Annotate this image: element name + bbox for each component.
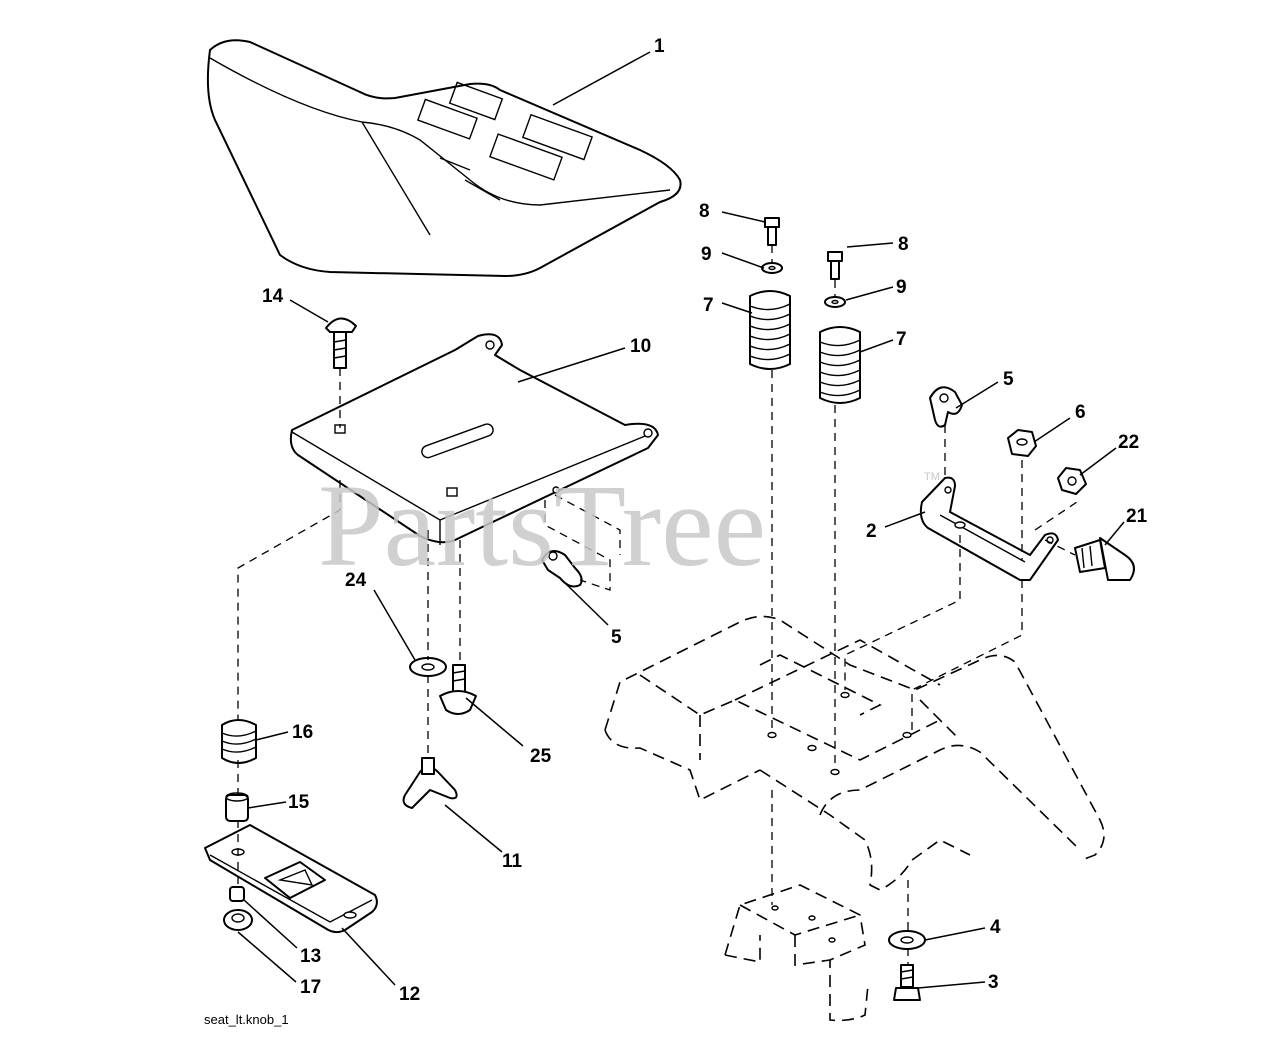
seat-pan-part-10[interactable] — [289, 333, 659, 545]
nut-part-6[interactable] — [1007, 429, 1037, 457]
shoulder-bolt-part-25[interactable] — [439, 664, 477, 715]
callout-5-left: 5 — [611, 627, 622, 648]
clip-part-5-left[interactable] — [541, 550, 583, 588]
washer-part-4[interactable] — [888, 930, 926, 950]
callout-25: 25 — [530, 746, 552, 767]
callout-8-right: 8 — [898, 234, 909, 255]
tractor-frame-phantom — [604, 615, 1105, 1022]
diagram-filename: seat_lt.knob_1 — [204, 1012, 289, 1027]
bolt-part-8-right[interactable] — [827, 251, 843, 280]
callout-14: 14 — [262, 286, 284, 307]
carriage-bolt-part-14[interactable] — [325, 317, 357, 369]
knob-part-11[interactable] — [402, 757, 458, 809]
callout-1: 1 — [654, 36, 665, 57]
washer-part-24[interactable] — [409, 657, 447, 677]
callout-7-right: 7 — [896, 329, 907, 350]
callout-10: 10 — [630, 336, 651, 357]
bolt-part-3[interactable] — [893, 964, 921, 1001]
watermark-trademark: TM — [924, 471, 940, 483]
callout-6: 6 — [1075, 402, 1086, 423]
leader-lines — [237, 51, 1125, 989]
callout-12: 12 — [399, 984, 420, 1005]
callout-13: 13 — [300, 946, 321, 967]
washer-part-9-left[interactable] — [761, 262, 783, 274]
callout-8-left: 8 — [699, 201, 710, 222]
washer-part-9-right[interactable] — [824, 296, 846, 308]
callout-9-left: 9 — [701, 244, 712, 265]
callout-5-right: 5 — [1003, 369, 1014, 390]
nut-part-22[interactable] — [1057, 467, 1087, 495]
callout-4: 4 — [990, 917, 1001, 938]
callout-16: 16 — [292, 722, 313, 743]
callout-2: 2 — [866, 521, 877, 542]
bolt-part-8-left[interactable] — [764, 217, 780, 246]
callout-17: 17 — [300, 977, 321, 998]
left-assembly-dash-lines — [237, 368, 621, 890]
callout-11: 11 — [502, 851, 523, 872]
spring-part-7-right[interactable] — [819, 326, 861, 404]
clip-part-5-right[interactable] — [929, 386, 963, 428]
callout-22: 22 — [1118, 432, 1139, 453]
callout-7-left: 7 — [703, 295, 714, 316]
callout-9-right: 9 — [896, 277, 907, 298]
watermark-text: PartsTree — [318, 460, 766, 591]
callout-21: 21 — [1126, 506, 1148, 527]
shoulder-bolt-part-21[interactable] — [1074, 537, 1135, 581]
spring-part-16[interactable] — [221, 719, 257, 764]
right-assembly-dash-lines — [771, 245, 1081, 965]
callout-labels: 1 14 10 8 9 7 8 9 7 5 6 22 2 21 24 5 25 … — [262, 36, 1148, 1005]
lock-nut-part-17[interactable] — [223, 909, 253, 931]
seat-part-1[interactable] — [206, 39, 682, 277]
nut-part-13[interactable] — [229, 886, 245, 902]
spring-part-7-left[interactable] — [749, 290, 791, 370]
mounting-plate-part-12[interactable] — [204, 824, 378, 934]
callout-15: 15 — [288, 792, 310, 813]
watermark: PartsTree TM — [318, 460, 940, 591]
callout-3: 3 — [988, 972, 999, 993]
callout-24: 24 — [345, 570, 367, 591]
spacer-part-15[interactable] — [225, 792, 249, 822]
